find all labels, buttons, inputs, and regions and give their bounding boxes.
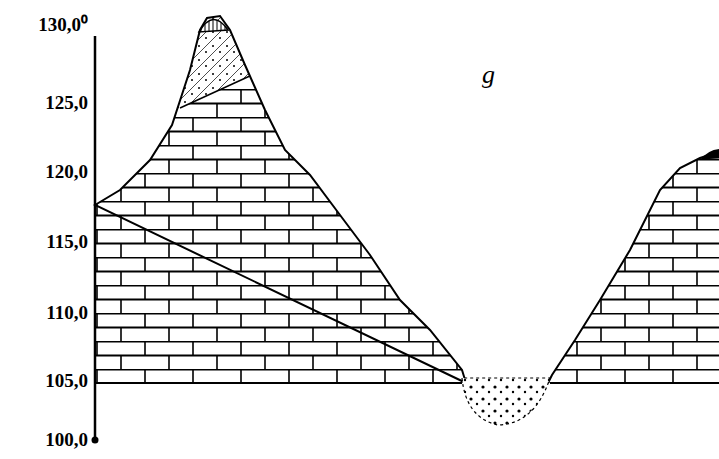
elevation-label: 125,0 [45,92,88,114]
elevation-label: 115,0 [46,231,88,253]
limestone-layer [0,0,719,383]
alluvium-deposit [462,378,550,425]
elevation-label: 105,0 [45,370,88,392]
terrain-profile [548,152,719,383]
elevation-label: 130,0⁰ [38,11,88,37]
axis-dot [92,437,99,444]
layer-base [550,382,719,384]
elevation-label: 100,0 [45,429,88,451]
region-label: g [482,60,495,90]
elevation-label: 110,0 [46,302,88,324]
sandstone-cap [150,0,252,110]
layer-base [95,382,462,384]
elevation-label: 120,0 [45,161,88,183]
elevation-axis [94,36,97,440]
terrain-profile [95,16,466,383]
right-cap [700,149,719,160]
